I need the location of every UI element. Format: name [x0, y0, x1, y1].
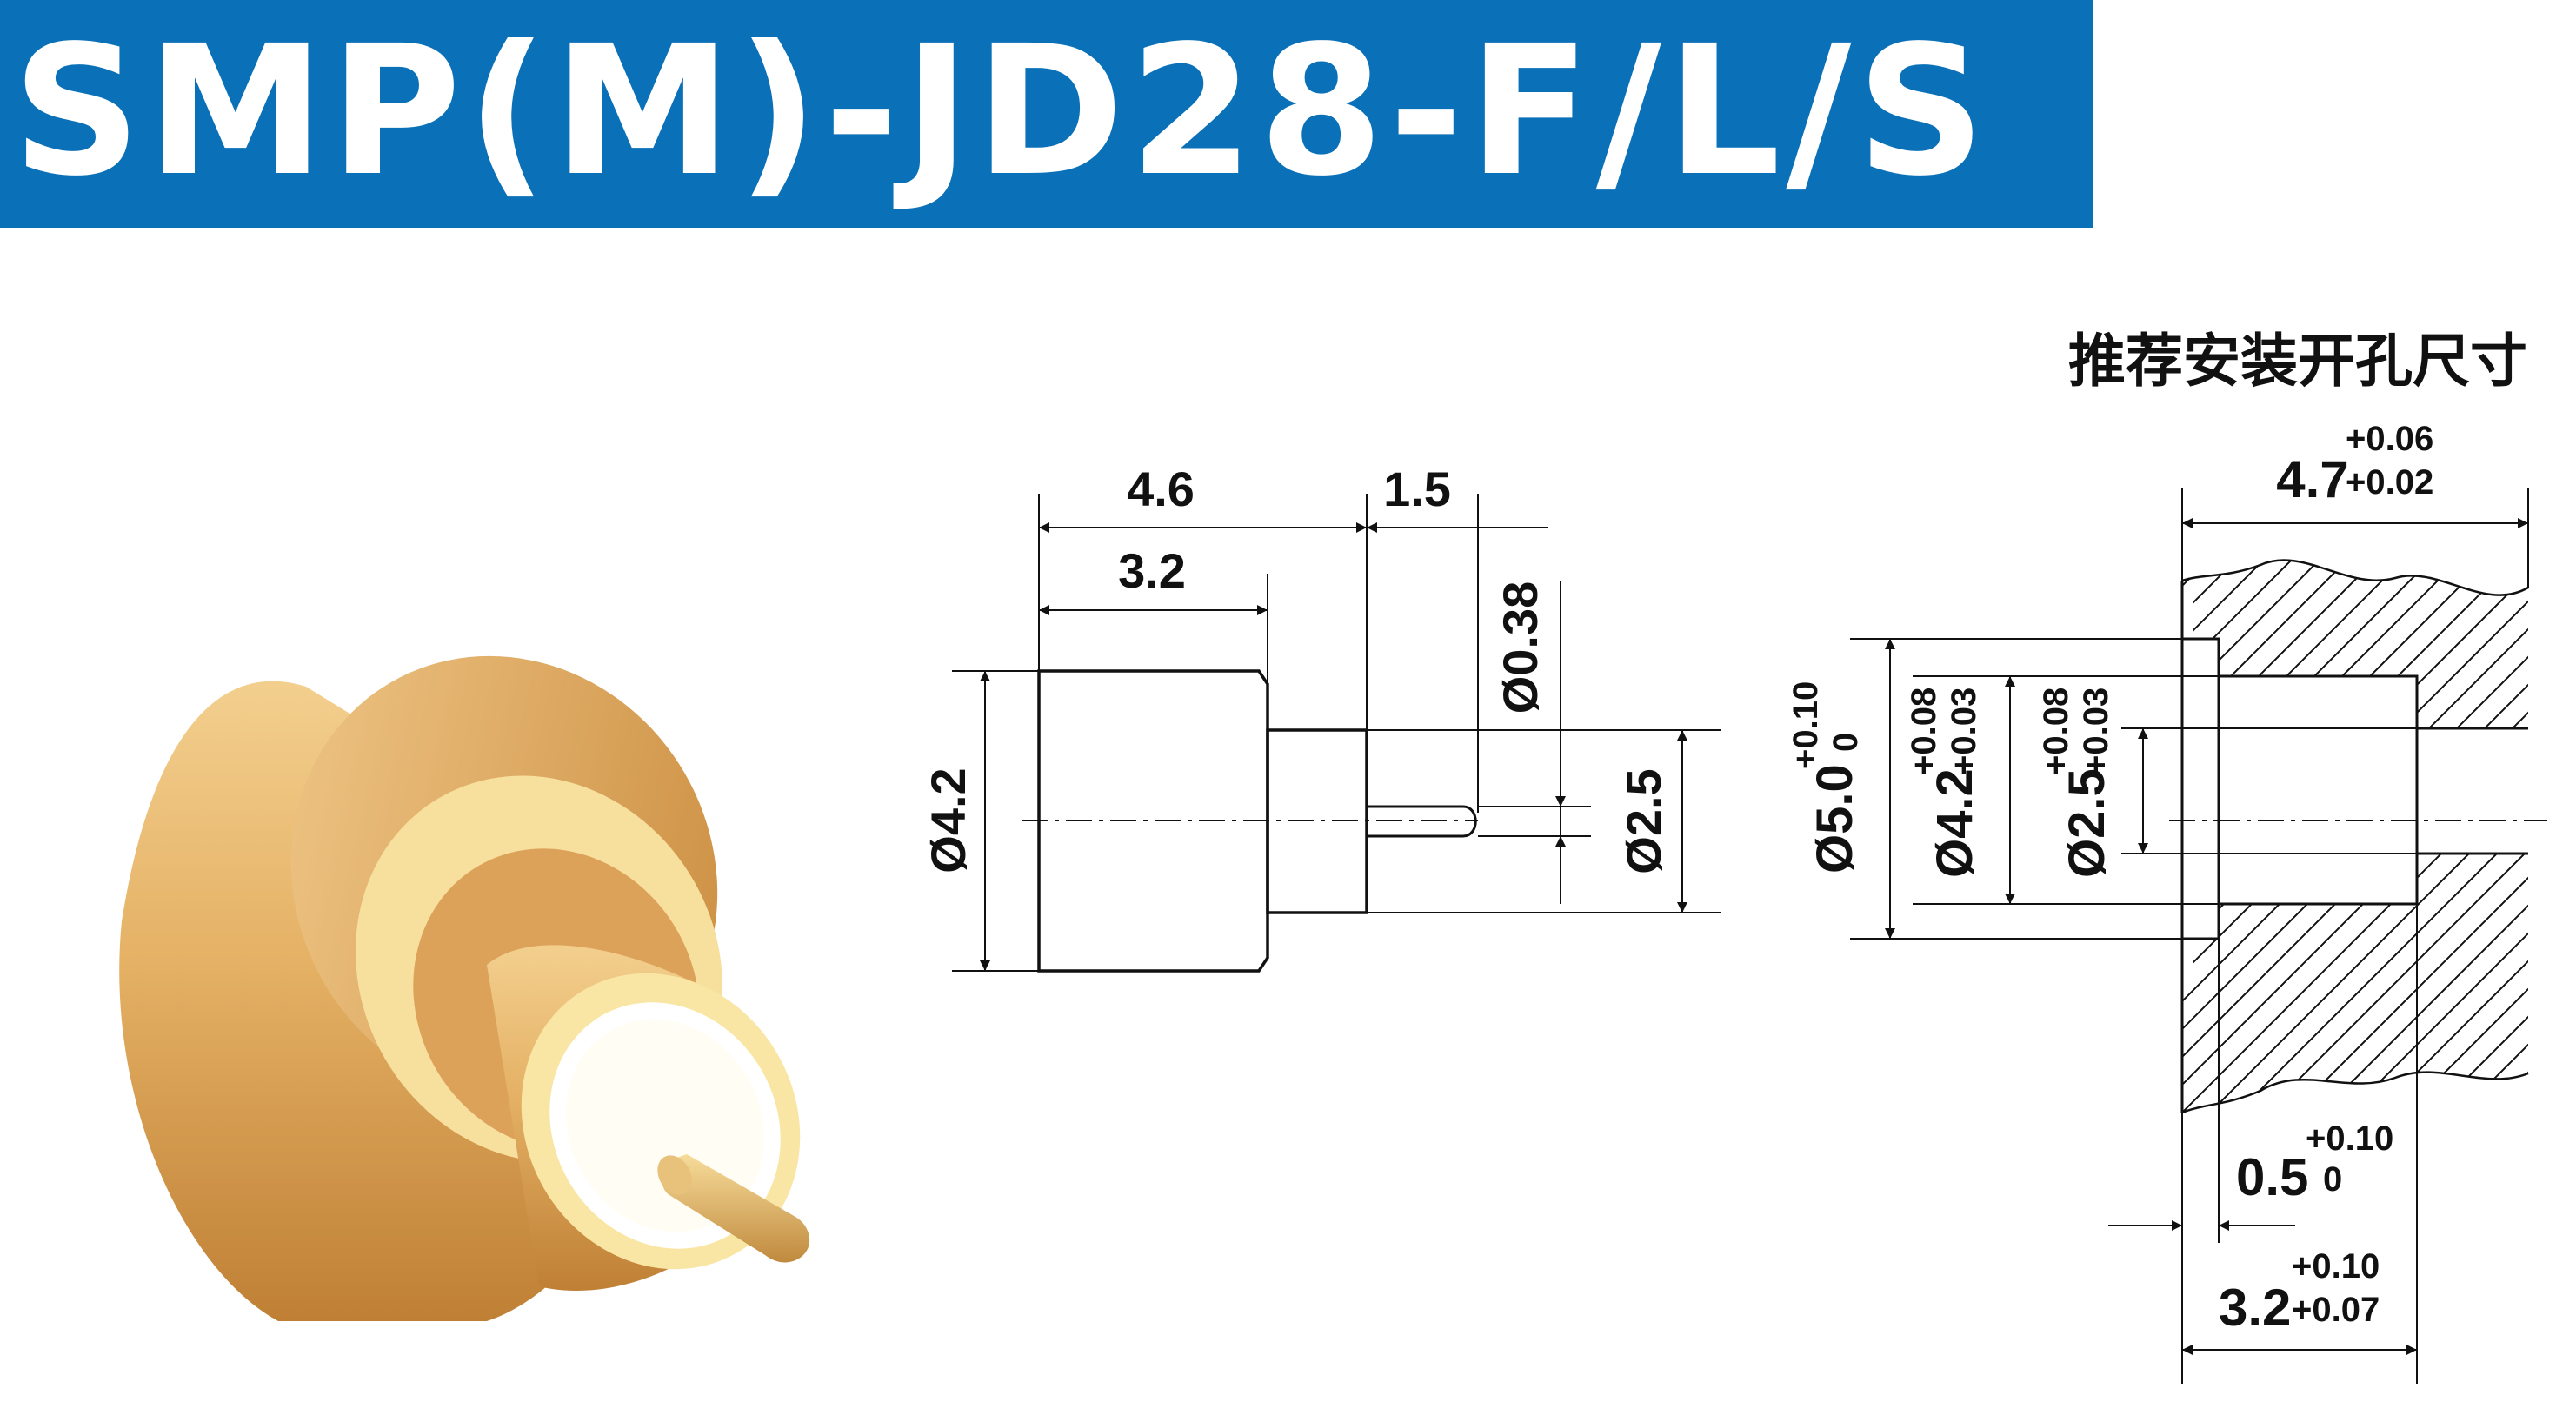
svg-text:+0.07: +0.07	[2292, 1291, 2380, 1329]
mounting-hole-heading: 推荐安装开孔尺寸	[2068, 328, 2527, 395]
svg-text:4.7: 4.7	[2276, 450, 2348, 508]
svg-text:+0.02: +0.02	[2346, 463, 2433, 502]
dim-hole-width: 4.7 +0.06 +0.02	[2276, 420, 2433, 508]
gold-coaxial-connector-icon	[119, 655, 810, 1321]
svg-text:+0.08: +0.08	[1905, 688, 1943, 775]
dim-len-pin: 1.5	[1383, 462, 1451, 516]
svg-text:0: 0	[1827, 733, 1865, 752]
svg-text:+0.10: +0.10	[1787, 681, 1825, 769]
svg-text:0: 0	[2323, 1160, 2342, 1199]
svg-text:Ø5.0: Ø5.0	[1807, 764, 1863, 874]
dim-hole-d50: Ø5.0 +0.10 0	[1787, 681, 1865, 874]
svg-text:3.2: 3.2	[2219, 1279, 2291, 1337]
svg-text:+0.10: +0.10	[2306, 1119, 2393, 1158]
dim-hole-d42: Ø4.2 +0.08 +0.03	[1905, 688, 1983, 878]
svg-text:+0.10: +0.10	[2292, 1247, 2380, 1285]
product-title: SMP(M)-JD28-F/L/S	[12, 7, 1991, 216]
svg-text:+0.03: +0.03	[2077, 688, 2115, 775]
dim-dia-body: Ø4.2	[921, 767, 975, 873]
dim-hole-step: 0.5 +0.10 0	[2236, 1119, 2393, 1206]
svg-text:+0.06: +0.06	[2346, 420, 2433, 458]
mounting-hole-drawing	[1850, 488, 2547, 1384]
dim-len-body: 3.2	[1118, 543, 1186, 598]
svg-text:Ø4.2: Ø4.2	[1927, 768, 1983, 878]
svg-text:Ø2.5: Ø2.5	[2059, 768, 2115, 878]
svg-text:+0.08: +0.08	[2037, 688, 2075, 775]
dim-len-total: 4.6	[1127, 462, 1195, 516]
side-view-drawing	[952, 494, 1721, 973]
dim-hole-depth: 3.2 +0.10 +0.07	[2219, 1247, 2380, 1337]
title-banner: SMP(M)-JD28-F/L/S	[0, 0, 2093, 228]
svg-text:+0.03: +0.03	[1945, 688, 1983, 775]
dim-hole-d25: Ø2.5 +0.08 +0.03	[2037, 688, 2115, 878]
dim-dia-neck: Ø2.5	[1616, 768, 1671, 874]
svg-text:0.5: 0.5	[2236, 1148, 2308, 1206]
dim-dia-pin: Ø0.38	[1493, 581, 1548, 714]
